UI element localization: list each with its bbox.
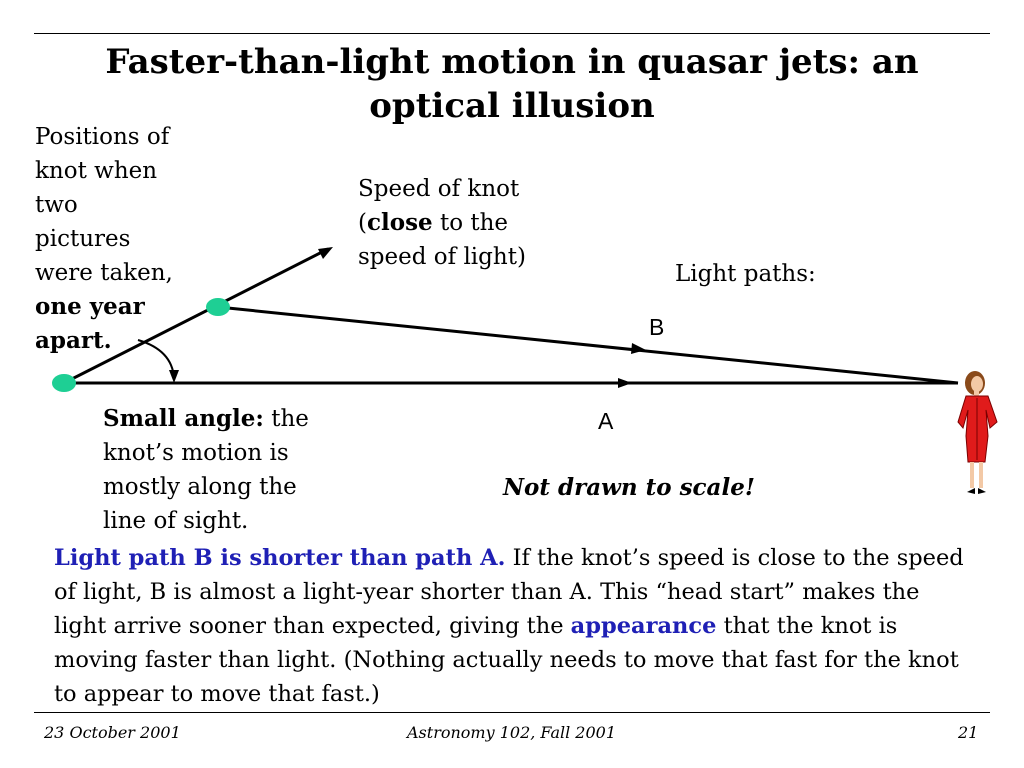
explanation-highlight: Light path B is shorter than path A.	[54, 545, 506, 571]
footer-course: Astronomy 102, Fall 2001	[407, 723, 617, 742]
speed-bold: close	[366, 209, 433, 236]
appearance-highlight: appearance	[570, 613, 717, 639]
knot-position-2	[206, 298, 230, 316]
path-b-label: B	[649, 314, 665, 340]
top-rule	[34, 33, 990, 34]
speed-label: Speed of knot (close to the speed of lig…	[358, 172, 568, 274]
small-angle-label: Small angle: the knot’s motion is mostly…	[103, 402, 333, 538]
speed-line-3: speed of light)	[358, 244, 526, 270]
knot-motion-line	[63, 247, 329, 385]
positions-line-1: Positions of	[35, 124, 170, 150]
observer-leg-left	[970, 462, 974, 488]
footer-date: 23 October 2001	[44, 723, 181, 742]
small-angle-line-3: mostly along the	[103, 474, 297, 500]
positions-line-3: two	[35, 192, 78, 218]
speed-line-1: Speed of knot	[358, 176, 520, 202]
angle-arc-arrowhead	[169, 370, 179, 383]
positions-line-5: were taken,	[35, 260, 173, 286]
small-angle-line-4: line of sight.	[103, 508, 249, 534]
positions-bold-1: one year	[35, 293, 145, 320]
observer-neck	[974, 391, 979, 396]
slide-title: Faster-than-light motion in quasar jets:…	[105, 42, 919, 126]
path-b-line	[217, 305, 959, 385]
positions-label: Positions of knot when two pictures were…	[35, 120, 195, 358]
observer-shoe-right	[978, 488, 986, 494]
light-paths-label: Light paths:	[675, 261, 816, 287]
observer-leg-right	[979, 462, 983, 488]
knot-position-1	[52, 374, 76, 392]
bottom-rule	[34, 712, 990, 713]
speed-line-2: (close to the	[358, 206, 568, 240]
small-angle-line-2: knot’s motion is	[103, 440, 289, 466]
positions-line-4: pictures	[35, 226, 131, 252]
positions-line-2: knot when	[35, 158, 158, 184]
scale-note: Not drawn to scale!	[503, 474, 755, 501]
small-angle-bold: Small angle:	[103, 405, 264, 432]
small-angle-line-1: Small angle: the	[103, 402, 333, 436]
positions-bold-2: apart.	[35, 327, 112, 354]
small-angle-line-1-rest: the	[263, 406, 309, 432]
speed-line-2-rest: to the	[432, 210, 509, 236]
angle-arc	[137, 339, 175, 379]
knot-motion-arrowhead	[318, 247, 333, 259]
path-a-label: A	[598, 408, 614, 434]
path-a-arrowhead	[618, 378, 632, 388]
explanation-part-1: If the knot’s speed is close to the spee…	[54, 545, 964, 639]
observer-face	[971, 376, 983, 392]
footer-page: 21	[958, 723, 979, 742]
observer-woman-clipart	[957, 371, 998, 494]
explanation-part-2: that the knot is moving faster than ligh…	[54, 613, 959, 707]
explanation-paragraph: Light path B is shorter than path A. If …	[54, 541, 974, 711]
speed-paren: (	[358, 210, 367, 236]
path-b-arrowhead	[631, 343, 646, 354]
observer-shoe-left	[967, 488, 975, 494]
